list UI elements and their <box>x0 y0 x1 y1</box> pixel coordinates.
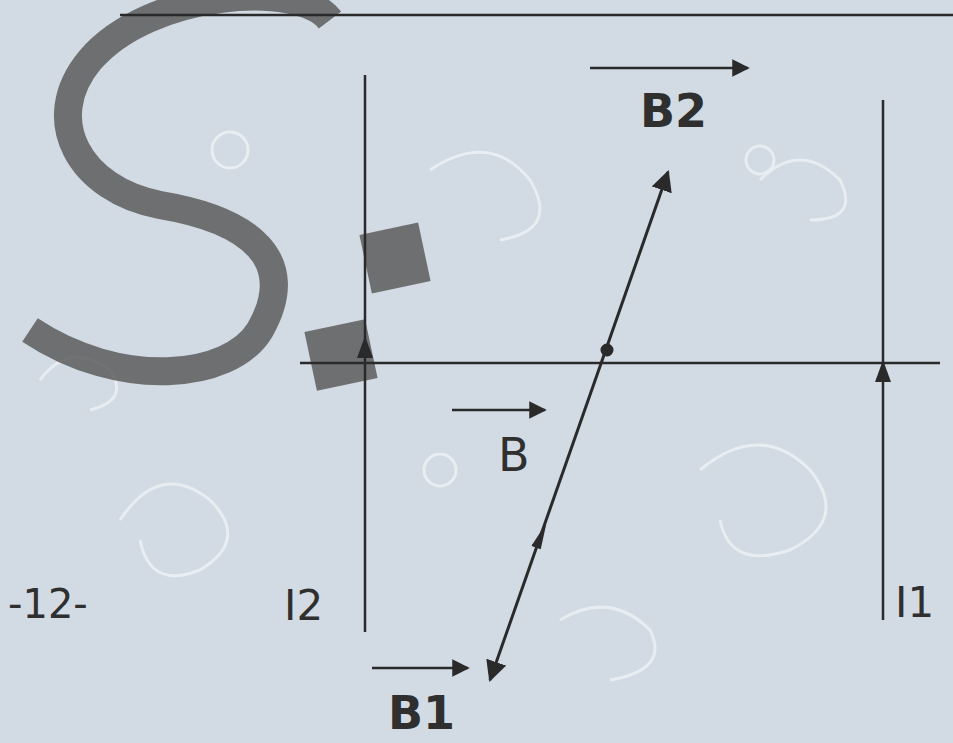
current-arrows <box>357 336 891 382</box>
current-label: I1 <box>895 582 934 624</box>
wires <box>120 15 953 632</box>
current-label: I2 <box>284 585 323 627</box>
vector-label: B <box>498 432 530 478</box>
vector-label: B2 <box>640 88 707 134</box>
logo-watermark <box>30 0 431 391</box>
page-number: -12- <box>8 584 88 624</box>
field-vectors <box>490 172 668 680</box>
vector-overbars <box>372 68 748 668</box>
vector-label: B1 <box>388 690 455 736</box>
